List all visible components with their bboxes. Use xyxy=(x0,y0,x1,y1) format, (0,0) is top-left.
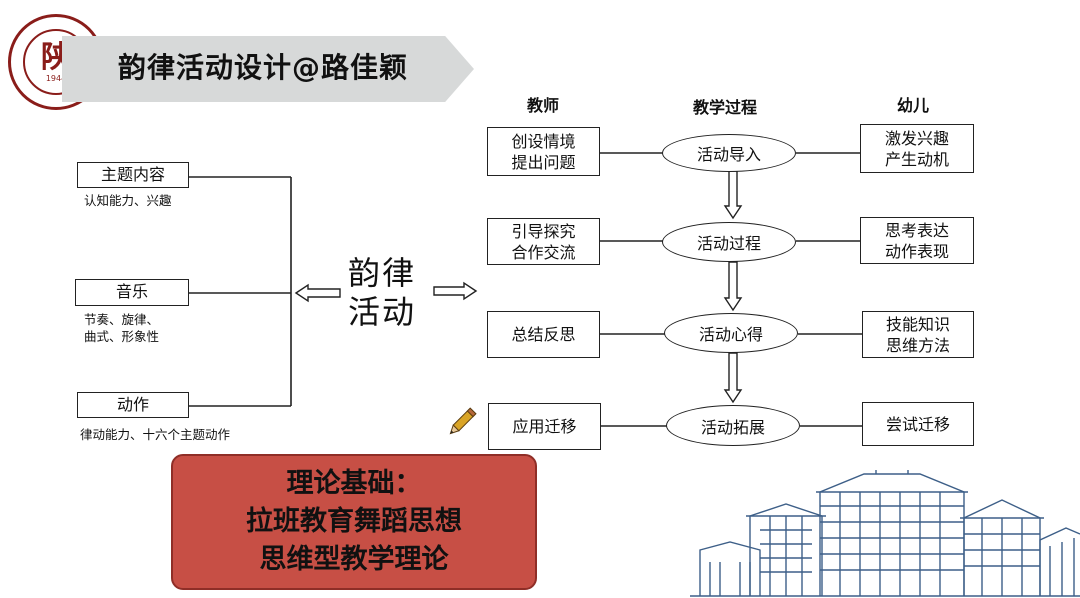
left-item-theme-content: 主题内容 xyxy=(77,162,189,188)
arrow-right-icon xyxy=(433,281,478,301)
teacher-box: 应用迁移 xyxy=(488,403,601,450)
process-oval: 活动过程 xyxy=(662,222,796,262)
theory-card: 理论基础： 拉班教育舞蹈思想 思维型教学理论 xyxy=(171,454,537,590)
arrow-down-icon xyxy=(723,261,743,312)
teacher-box: 引导探究 合作交流 xyxy=(487,218,600,265)
theory-line: 理论基础： xyxy=(286,468,422,499)
arrow-down-icon xyxy=(723,170,743,220)
column-header-teacher: 教师 xyxy=(527,96,560,115)
process-oval: 活动导入 xyxy=(662,134,796,172)
theory-line: 思维型教学理论 xyxy=(259,544,449,575)
child-box: 尝试迁移 xyxy=(862,402,974,446)
arrow-left-icon xyxy=(294,283,341,303)
child-box: 激发兴趣 产生动机 xyxy=(860,124,974,173)
left-item-note: 律动能力、十六个主题动作 xyxy=(80,427,231,442)
child-box: 技能知识 思维方法 xyxy=(862,311,974,358)
left-item-note: 认知能力、兴趣 xyxy=(84,193,172,208)
process-oval: 活动拓展 xyxy=(666,405,800,446)
teacher-box: 创设情境 提出问题 xyxy=(487,127,600,176)
left-item-movement: 动作 xyxy=(77,392,189,418)
theory-line: 拉班教育舞蹈思想 xyxy=(246,506,462,537)
left-item-music: 音乐 xyxy=(75,279,189,306)
title-banner xyxy=(62,36,474,102)
arrow-down-icon xyxy=(723,352,743,404)
seal-year: 1944 xyxy=(45,73,67,83)
teacher-box: 总结反思 xyxy=(487,311,600,358)
pencil-icon xyxy=(449,407,477,435)
center-word-line1: 韵律 xyxy=(348,254,417,292)
column-header-child: 幼儿 xyxy=(897,96,930,115)
center-word-line2: 活动 xyxy=(348,293,417,331)
slide-title: 韵律活动设计@路佳颖 xyxy=(118,51,409,84)
child-box: 思考表达 动作表现 xyxy=(860,217,974,264)
left-item-note: 节奏、旋律、 曲式、形象性 xyxy=(84,312,160,344)
university-building-illustration xyxy=(690,470,1080,597)
process-oval: 活动心得 xyxy=(664,313,798,353)
column-header-process: 教学过程 xyxy=(693,98,758,117)
